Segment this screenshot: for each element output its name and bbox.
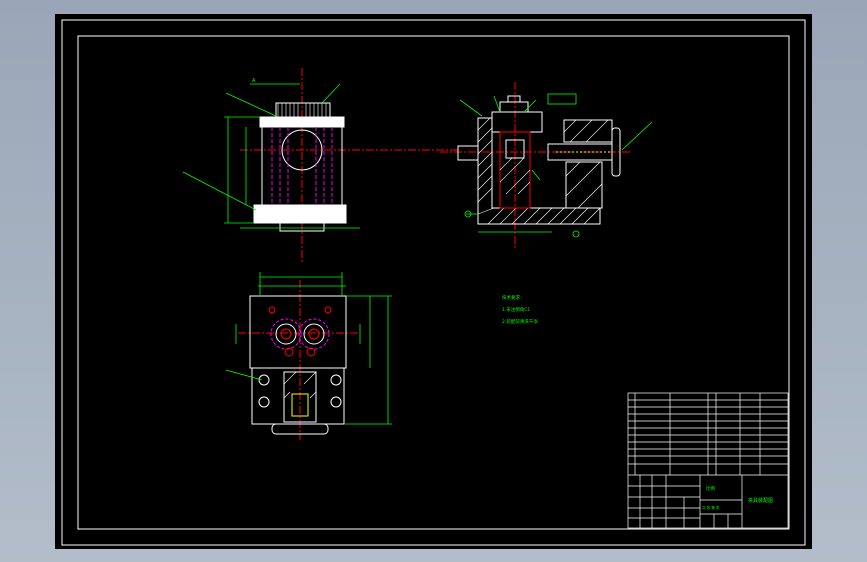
title-block-scale: 比例 — [706, 485, 715, 492]
sheet-count: 共 张 第 张 — [702, 505, 720, 510]
inner-border — [77, 35, 790, 530]
front-view: A — [182, 68, 460, 262]
title-block-text: 比例 夹具装配图 共 张 第 张 — [702, 485, 773, 510]
note-line-1: 1.未注倒角C1 — [502, 306, 530, 313]
technical-notes: 技术要求： 1.未注倒角C1 2.装配前清洗干净 — [502, 294, 538, 325]
top-view — [225, 272, 392, 440]
view-label-a: A — [252, 78, 256, 84]
outer-border — [61, 19, 806, 546]
drawing-name: 夹具装配图 — [748, 497, 773, 504]
side-view — [440, 82, 653, 250]
title-block — [627, 392, 789, 529]
note-line-2: 2.装配前清洗干净 — [502, 318, 538, 325]
note-heading: 技术要求： — [502, 294, 525, 301]
drawing-sheet — [55, 14, 812, 549]
